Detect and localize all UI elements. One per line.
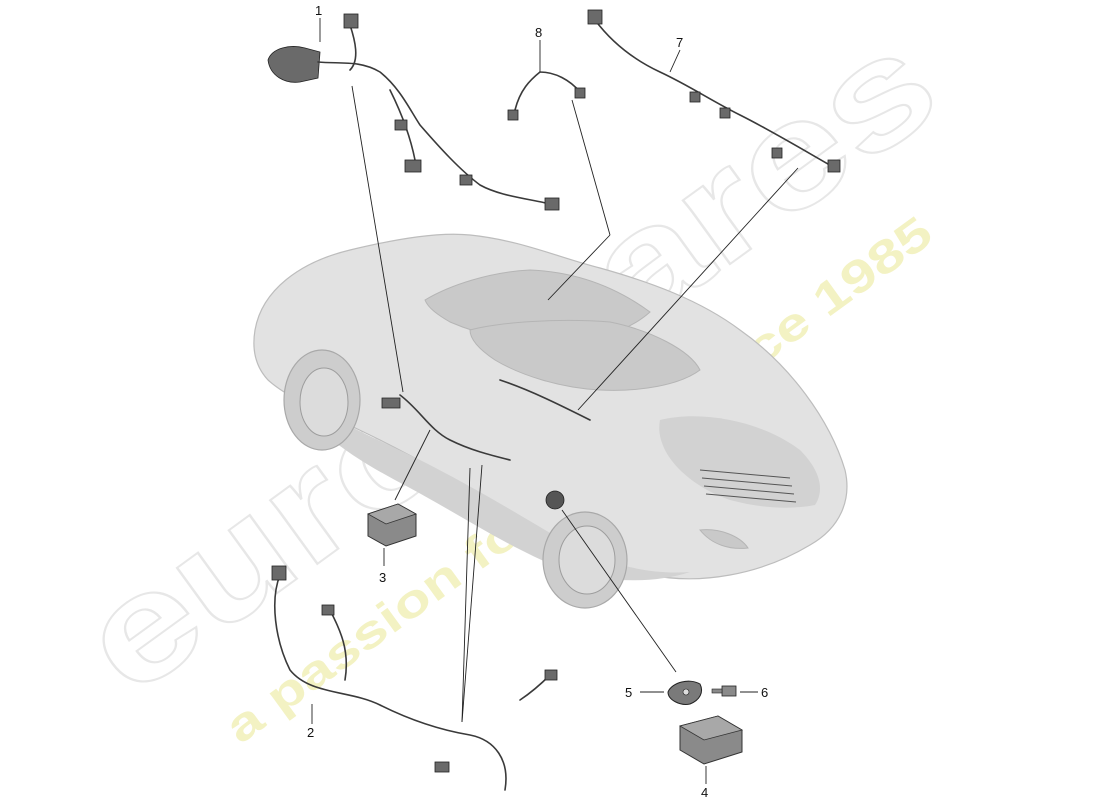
callout-4: 4 [701, 785, 708, 800]
callout-6: 6 [761, 685, 768, 700]
callout-5: 5 [625, 685, 632, 700]
car-illustration [253, 233, 848, 609]
callouts: 1 2 3 4 5 6 7 8 [307, 3, 768, 800]
part-8-wiring-harness [507, 71, 586, 121]
callout-1: 1 [315, 3, 322, 18]
part-7-wiring-harness [587, 9, 841, 173]
callout-8: 8 [535, 25, 542, 40]
part-3-control-unit [367, 503, 417, 547]
callout-7: 7 [676, 35, 683, 50]
part-6-screw [711, 685, 737, 697]
part-5-bracket [667, 680, 703, 705]
part-4-control-unit [678, 715, 744, 765]
callout-3: 3 [379, 570, 386, 585]
rear-grille [699, 469, 797, 503]
leader-lines [311, 18, 799, 784]
part-1-wiring-harness [267, 13, 560, 211]
part-2-wiring-harness [271, 565, 558, 791]
callout-2: 2 [307, 725, 314, 740]
